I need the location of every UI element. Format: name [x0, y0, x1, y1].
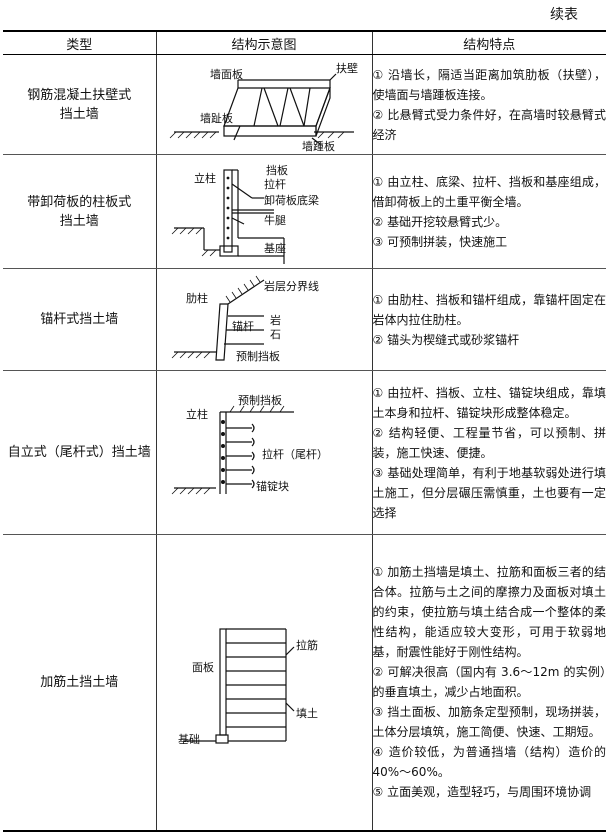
anchored-wall-diagram: 肋柱 岩层分界线 锚杆 岩 石 预制挡板: [171, 275, 319, 363]
relief-plate-wall-diagram: 立柱 挡板 拉杆 卸荷板底梁 牛腿 基座: [171, 163, 319, 264]
retaining-wall-table: 类型 结构示意图 结构特点 钢筋混凝土扶壁式 挡土墙: [3, 30, 606, 832]
features-cell: ① 由肋柱、挡板和锚杆组成，靠锚杆固定在岩体内拉住肋柱。 ② 锚头为楔缝式或砂浆…: [371, 268, 607, 371]
feature-item: ③ 挡土面板、加筋条定型预制，现场拼装，土体分层填筑，施工简便、快速、工期短。: [372, 705, 607, 740]
label-relief-beam: 卸荷板底梁: [264, 193, 319, 207]
feature-item: ④ 造价较低，为普通挡墙（结构）造价的 40%～60%。: [372, 745, 607, 780]
label-foundation: 基础: [178, 733, 200, 746]
feature-item: ① 加筋土挡墙是填土、拉筋和面板三者的结合体。拉筋与土之间的摩擦力及面板对填土的…: [372, 565, 607, 660]
type-line: 加筋土挡土墙: [40, 674, 119, 690]
features-cell: ① 由立柱、底梁、拉杆、挡板和基座组成，借卸荷板上的土重平衡全墙。 ② 基础开挖…: [371, 154, 607, 269]
type-line: 锚杆式挡土墙: [40, 312, 119, 327]
reinforced-earth-wall-diagram: 面板 拉筋 填土 基础: [178, 628, 318, 746]
row-type-cell: 自立式（尾杆式）挡土墙: [3, 370, 157, 535]
label-precast: 预制挡板: [236, 349, 280, 363]
feature-item: ① 由肋柱、挡板和锚杆组成，靠锚杆固定在岩体内拉住肋柱。: [372, 292, 607, 327]
self-standing-wall-diagram: 立柱 预制挡板 拉杆（尾杆） 锚锭块: [171, 393, 328, 494]
feature-item: ② 比悬臂式受力条件好，在高墙时较悬臂式经济: [372, 107, 607, 142]
label-column: 立柱: [194, 171, 216, 185]
row-type-cell: 锚杆式挡土墙: [3, 268, 157, 371]
label-anchor: 锚杆: [232, 319, 254, 333]
table-row: 锚杆式挡土墙 肋柱 岩层分界线: [3, 268, 607, 371]
diagram-cell: 面板 拉筋 填土 基础: [155, 534, 373, 832]
header-type: 类型: [3, 30, 157, 55]
table-row: 钢筋混凝土扶壁式 挡土墙: [3, 54, 607, 155]
label-rock-2: 石: [270, 328, 281, 341]
diagram-cell: 立柱 预制挡板 拉杆（尾杆） 锚锭块: [155, 370, 373, 535]
label-buttress: 扶壁: [336, 61, 358, 75]
label-column: 立柱: [186, 407, 208, 421]
label-tie: 拉杆: [264, 177, 286, 191]
label-panel: 挡板: [266, 163, 288, 177]
feature-item: ② 锚头为楔缝式或砂浆锚杆: [372, 332, 520, 347]
row-type-cell: 加筋土挡土墙: [3, 534, 157, 832]
diagram-cell: 肋柱 岩层分界线 锚杆 岩 石 预制挡板: [155, 268, 373, 371]
feature-item: ② 基础开挖较悬臂式少。: [372, 214, 508, 229]
feature-item: ① 由拉杆、挡板、立柱、锚锭块组成，靠填土本身和拉杆、锚锭块形成整体稳定。: [372, 385, 607, 420]
label-rebar: 拉筋: [296, 638, 318, 652]
header-features: 结构特点: [371, 30, 606, 55]
diagram-cell: 立柱 挡板 拉杆 卸荷板底梁 牛腿 基座: [155, 154, 373, 269]
type-line: 钢筋混凝土扶壁式: [27, 87, 132, 103]
label-rib: 肋柱: [186, 291, 208, 305]
type-line: 挡土墙: [59, 106, 99, 122]
table-header-row: 类型 结构示意图 结构特点: [3, 30, 606, 55]
feature-item: ③ 基础处理简单，有利于地基软弱处进行填土施工，但分层碾压需慎重，土也要有一定选…: [372, 465, 607, 520]
features-cell: ① 由拉杆、挡板、立柱、锚锭块组成，靠填土本身和拉杆、锚锭块形成整体稳定。 ② …: [371, 370, 607, 535]
type-line: 挡土墙: [59, 213, 99, 229]
header-diagram: 结构示意图: [155, 30, 373, 55]
features-cell: ① 加筋土挡墙是填土、拉筋和面板三者的结合体。拉筋与土之间的摩擦力及面板对填土的…: [371, 534, 607, 832]
label-fill: 填土: [296, 706, 318, 720]
row-type-cell: 钢筋混凝土扶壁式 挡土墙: [3, 54, 157, 155]
label-wall-panel: 墙面板: [210, 67, 243, 81]
feature-item: ② 可解决很高（国内有 3.6～12m 的实例）的垂直填土，减少占地面积。: [372, 665, 607, 700]
type-line: 带卸荷板的柱板式: [27, 194, 132, 210]
label-base: 基座: [264, 241, 286, 255]
feature-item: ① 沿墙长，隔适当距离加筑肋板（扶壁），使墙面与墙踵板连接。: [372, 67, 607, 102]
label-tie: 拉杆（尾杆）: [262, 447, 328, 461]
label-precast: 预制挡板: [238, 393, 282, 407]
label-face: 面板: [192, 660, 214, 674]
label-toe: 墙趾板: [200, 111, 233, 125]
label-corbel: 牛腿: [264, 213, 286, 227]
diagram-cell: 墙面板 扶壁 墙趾板 墙踵板: [155, 54, 373, 155]
table-row: 加筋土挡土墙: [3, 534, 607, 832]
table-row: 自立式（尾杆式）挡土墙: [3, 370, 607, 535]
feature-item: ② 结构轻便、工程量节省，可以预制、拼装，施工快速、便捷。: [372, 425, 607, 460]
type-line: 自立式（尾杆式）挡土墙: [7, 445, 151, 460]
feature-item: ⑤ 立面美观，造型轻巧，与周围环境协调: [372, 785, 592, 800]
feature-item: ③ 可预制拼装，快速施工: [372, 234, 508, 249]
continued-label: 续表: [550, 7, 578, 23]
table-row: 带卸荷板的柱板式 挡土墙: [3, 154, 607, 269]
label-anchor-block: 锚锭块: [256, 479, 289, 493]
buttress-wall-diagram: 墙面板 扶壁 墙趾板 墙踵板: [169, 61, 358, 152]
row-type-cell: 带卸荷板的柱板式 挡土墙: [3, 154, 157, 269]
feature-item: ① 由立柱、底梁、拉杆、挡板和基座组成，借卸荷板上的土重平衡全墙。: [372, 174, 607, 209]
label-boundary: 岩层分界线: [264, 279, 319, 293]
label-heel: 墙踵板: [302, 139, 335, 152]
features-cell: ① 沿墙长，隔适当距离加筑肋板（扶壁），使墙面与墙踵板连接。 ② 比悬臂式受力条…: [371, 54, 607, 155]
label-rock-1: 岩: [270, 313, 281, 327]
